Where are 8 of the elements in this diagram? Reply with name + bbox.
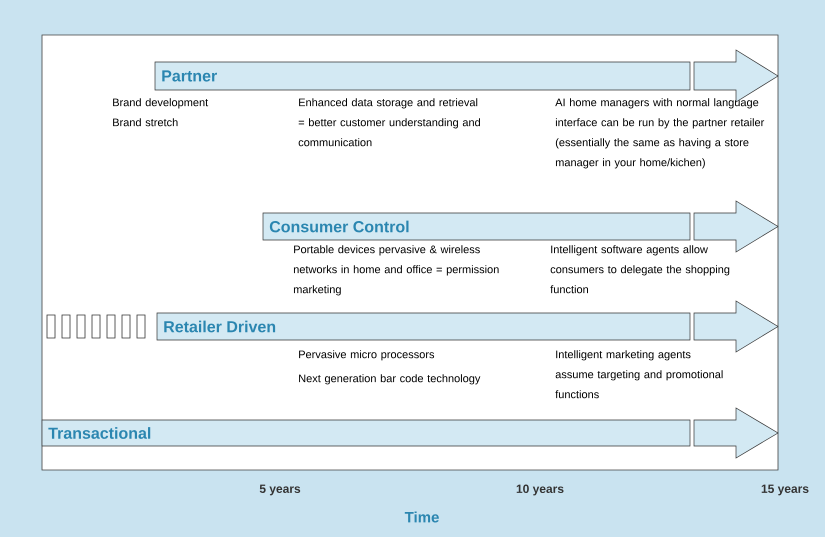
- tick-label: 10 years: [516, 484, 564, 496]
- description: Brand stretch: [113, 118, 178, 126]
- description: Intelligent marketing agents assume targeting and promotional functions: [555, 350, 723, 398]
- description: Next generation bar code technology: [299, 374, 480, 384]
- axis-title: Time: [404, 511, 439, 522]
- description: Pervasive micro processors: [299, 350, 434, 360]
- tick-label: 15 years: [762, 484, 808, 496]
- tick-label: 5 years: [260, 484, 300, 496]
